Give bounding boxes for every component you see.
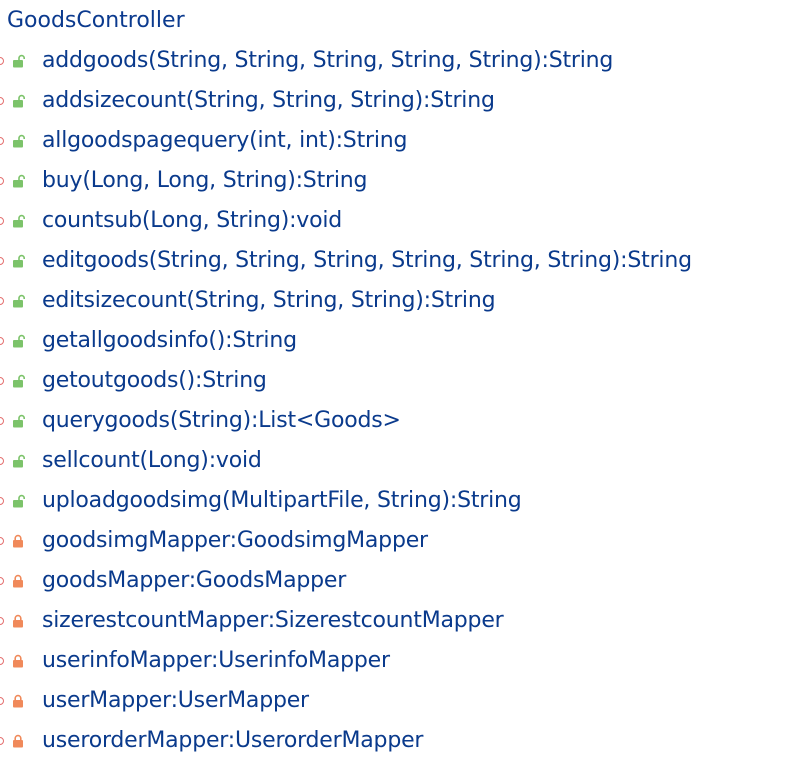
member-icon (0, 57, 4, 65)
member-label: allgoodspagequery(int, int):String (42, 128, 408, 153)
member-label: editsizecount(String, String, String):St… (42, 288, 496, 313)
unlocked-icon (11, 254, 25, 268)
member-label: countsub(Long, String):void (42, 208, 343, 233)
member-icon (0, 697, 4, 705)
unlocked-icon (11, 94, 25, 108)
member-label: addsizecount(String, String, String):Str… (42, 88, 495, 113)
member-icon (0, 737, 4, 745)
member-label: goodsMapper:GoodsMapper (42, 568, 347, 593)
unlocked-icon (11, 174, 25, 188)
member-label: buy(Long, Long, String):String (42, 168, 368, 193)
member-label: getoutgoods():String (42, 368, 267, 393)
member-label: sizerestcountMapper:SizerestcountMapper (42, 608, 504, 633)
unlocked-icon (11, 54, 25, 68)
unlocked-icon (11, 374, 25, 388)
locked-icon (11, 534, 25, 548)
member-icon (0, 657, 4, 665)
unlocked-icon (11, 294, 25, 308)
member-icon (0, 97, 4, 105)
member-icon (0, 497, 4, 505)
member-label: goodsimgMapper:GoodsimgMapper (42, 528, 428, 553)
member-label: sellcount(Long):void (42, 448, 262, 473)
unlocked-icon (11, 414, 25, 428)
unlocked-icon (11, 494, 25, 508)
member-label: addgoods(String, String, String, String,… (42, 48, 614, 73)
member-icon (0, 617, 4, 625)
member-icon (0, 457, 4, 465)
locked-icon (11, 574, 25, 588)
member-label: userinfoMapper:UserinfoMapper (42, 648, 390, 673)
member-icon (0, 217, 4, 225)
class-name[interactable]: GoodsController (7, 8, 185, 33)
locked-icon (11, 654, 25, 668)
member-icon (0, 577, 4, 585)
unlocked-icon (11, 334, 25, 348)
member-label: userorderMapper:UserorderMapper (42, 728, 424, 753)
member-icon (0, 537, 4, 545)
member-label: uploadgoodsimg(MultipartFile, String):St… (42, 488, 522, 513)
member-label: userMapper:UserMapper (42, 688, 309, 713)
member-label: getallgoodsinfo():String (42, 328, 297, 353)
member-icon (0, 337, 4, 345)
unlocked-icon (11, 454, 25, 468)
member-icon (0, 177, 4, 185)
member-icon (0, 377, 4, 385)
unlocked-icon (11, 214, 25, 228)
member-icon (0, 297, 4, 305)
locked-icon (11, 694, 25, 708)
member-label: editgoods(String, String, String, String… (42, 248, 692, 273)
member-icon (0, 257, 4, 265)
locked-icon (11, 734, 25, 748)
member-icon (0, 417, 4, 425)
member-icon (0, 137, 4, 145)
member-label: querygoods(String):List<Goods> (42, 408, 401, 433)
locked-icon (11, 614, 25, 628)
unlocked-icon (11, 134, 25, 148)
